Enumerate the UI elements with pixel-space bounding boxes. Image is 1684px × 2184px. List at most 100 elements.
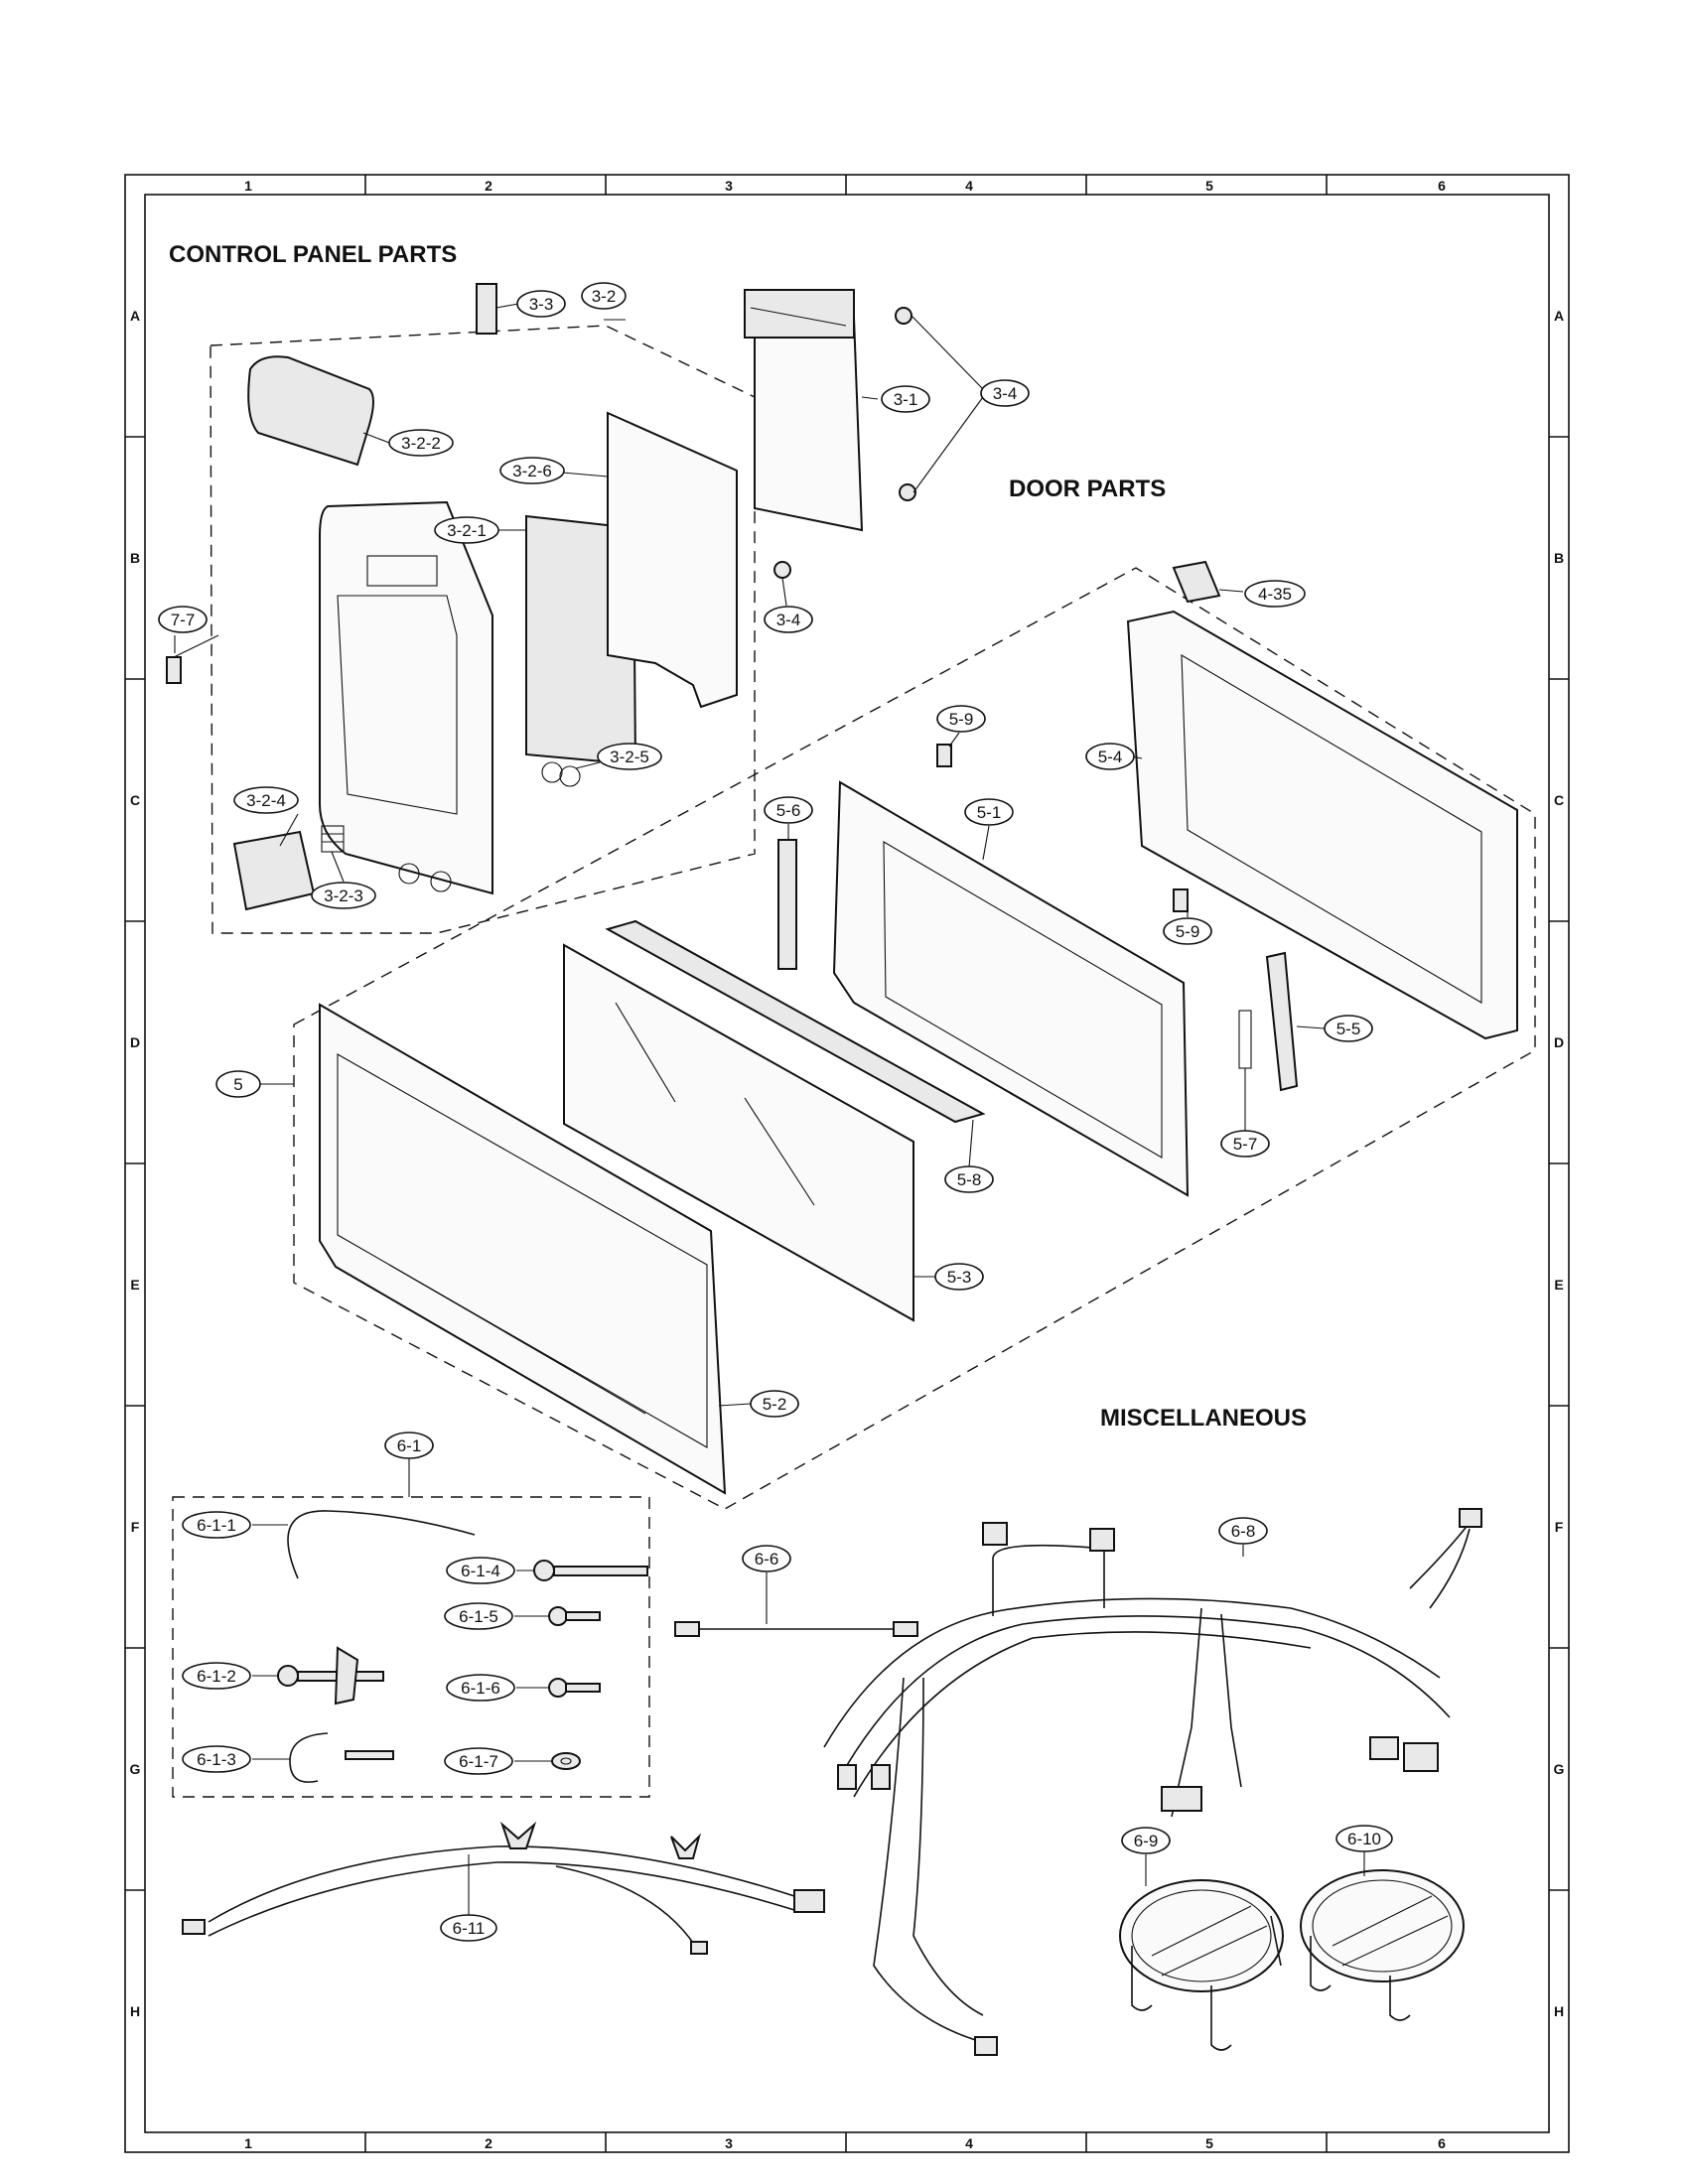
part-5-6-strip — [777, 839, 797, 970]
callout-7-7 — [158, 606, 208, 633]
callout-6-10 — [1335, 1825, 1393, 1852]
callout-label-6-1-6: 6-1-6 — [461, 1679, 500, 1698]
callout-label-6-1-5: 6-1-5 — [459, 1607, 498, 1626]
part-6-9-rack — [1119, 1854, 1284, 2051]
callout-5-3 — [934, 1263, 984, 1291]
callout-label-5-9-upper: 5-9 — [949, 710, 974, 729]
callout-label-3-2-1: 3-2-1 — [447, 521, 487, 540]
grid-col-2-bottom: 2 — [485, 2135, 492, 2151]
part-3-2-5-spring — [541, 761, 581, 787]
callout-label-6-11: 6-11 — [453, 1919, 486, 1938]
grid-row-g-right: G — [1554, 1761, 1565, 1777]
leader-lines-control-panel — [174, 303, 984, 883]
grid-col-4: 4 — [965, 178, 973, 194]
callout-3-4-lower — [764, 606, 813, 633]
grid-row-f: F — [131, 1519, 140, 1535]
callout-3-2-1 — [434, 516, 499, 544]
callout-label-5-3: 5-3 — [947, 1268, 972, 1287]
grid-col-3: 3 — [725, 178, 733, 194]
callout-5-6 — [764, 796, 813, 824]
callout-5-4 — [1085, 743, 1135, 770]
callout-label-3-2-4: 3-2-4 — [246, 791, 286, 810]
grid-row-labels-left: A B C D E F G H — [130, 308, 141, 2019]
part-6-10-rack — [1300, 1850, 1465, 2021]
callout-label-6-1-2: 6-1-2 — [197, 1667, 236, 1686]
callout-3-2-5 — [597, 743, 662, 770]
callout-3-2 — [581, 282, 627, 310]
callout-label-6-1-7: 6-1-7 — [459, 1752, 498, 1771]
grid-row-a-right: A — [1554, 308, 1564, 324]
callout-5-1 — [964, 798, 1014, 826]
grid-column-labels-top: 1 2 3 4 5 6 — [244, 178, 1446, 194]
leader-lines-kit-6-1 — [252, 1524, 552, 1762]
callout-3-2-6 — [499, 457, 565, 484]
callout-label-6-1-4: 6-1-4 — [461, 1562, 500, 1580]
grid-col-5-bottom: 5 — [1205, 2135, 1213, 2151]
callout-3-4-upper — [980, 379, 1030, 407]
callout-label-3-1: 3-1 — [894, 390, 918, 409]
part-3-2-4-button — [232, 830, 316, 911]
callout-5-9-upper — [936, 705, 986, 733]
part-5-7-spring — [1238, 1010, 1252, 1069]
callout-label-3-3: 3-3 — [529, 295, 554, 314]
callout-label-5-5: 5-5 — [1336, 1020, 1361, 1038]
washer-icon-6-1-7 — [551, 1752, 581, 1770]
leader-lines-door — [260, 589, 1326, 1407]
callout-label-7-7: 7-7 — [171, 611, 196, 629]
screw-icon-6-1-5 — [548, 1606, 601, 1626]
grid-row-c: C — [130, 792, 140, 808]
callout-label-5-2: 5-2 — [763, 1395, 787, 1414]
grid-column-labels-bottom: 1 2 3 4 5 6 — [244, 2135, 1446, 2151]
grid-row-h-right: H — [1554, 2003, 1564, 2019]
part-6-1-4-bolt — [533, 1560, 648, 1581]
heading-control-panel-parts: CONTROL PANEL PARTS — [169, 241, 457, 268]
part-3-2-6-bracket — [607, 411, 738, 709]
callout-label-3-2-3: 3-2-3 — [324, 887, 363, 905]
callout-label-5-6: 5-6 — [776, 801, 801, 820]
grid-row-a: A — [130, 308, 140, 324]
callout-5-2 — [750, 1390, 799, 1418]
door-assembly-outline — [293, 567, 1536, 1510]
callout-3-3 — [516, 290, 566, 318]
screw-icon-5-9 — [936, 744, 1189, 912]
callout-6-1-4 — [446, 1557, 515, 1584]
callout-6-9 — [1121, 1827, 1171, 1854]
callout-label-5-4: 5-4 — [1098, 748, 1123, 766]
callout-label-5-1: 5-1 — [977, 803, 1002, 822]
grid-row-e: E — [130, 1277, 139, 1293]
callout-6-8 — [1218, 1517, 1268, 1545]
callout-label-6-9: 6-9 — [1134, 1832, 1159, 1850]
grid-row-h: H — [130, 2003, 140, 2019]
part-3-1-pc-board — [744, 289, 864, 532]
callout-6-6 — [742, 1545, 791, 1572]
callout-label-3-2-2: 3-2-2 — [401, 434, 441, 453]
part-3-2-control-panel-frame — [319, 500, 493, 895]
callout-label-5-9-lower: 5-9 — [1176, 922, 1200, 941]
screw-icon-3-4 — [773, 307, 916, 579]
callout-label-3-4-lower: 3-4 — [776, 611, 801, 629]
callout-3-2-3 — [311, 882, 376, 909]
control-panel-assembly-outline — [210, 325, 756, 934]
callout-5-8 — [944, 1165, 994, 1193]
heading-miscellaneous: MISCELLANEOUS — [1100, 1405, 1307, 1432]
callout-label-5-7: 5-7 — [1233, 1135, 1258, 1154]
kit-6-1-outline — [172, 1496, 650, 1798]
grid-col-1: 1 — [244, 178, 252, 194]
grid-col-5: 5 — [1205, 178, 1213, 194]
part-6-8-main-harness — [823, 1508, 1482, 2056]
part-6-1-1-strap — [287, 1510, 476, 1579]
part-6-11-harness — [182, 1821, 825, 1955]
callout-label-6-1-3: 6-1-3 — [197, 1750, 236, 1769]
part-6-1-3-hook — [289, 1732, 394, 1783]
callout-5 — [215, 1070, 261, 1098]
callout-label-6-1-1: 6-1-1 — [197, 1516, 236, 1535]
callout-label-5: 5 — [233, 1075, 242, 1094]
callout-5-9-lower — [1163, 917, 1212, 945]
callout-label-3-2: 3-2 — [592, 287, 617, 306]
grid-col-6-bottom: 6 — [1438, 2135, 1446, 2151]
callout-label-6-1: 6-1 — [397, 1436, 422, 1455]
grid-row-b: B — [130, 550, 140, 566]
callout-5-7 — [1220, 1130, 1270, 1158]
grid-col-2: 2 — [485, 178, 492, 194]
callout-label-6-6: 6-6 — [755, 1550, 779, 1569]
